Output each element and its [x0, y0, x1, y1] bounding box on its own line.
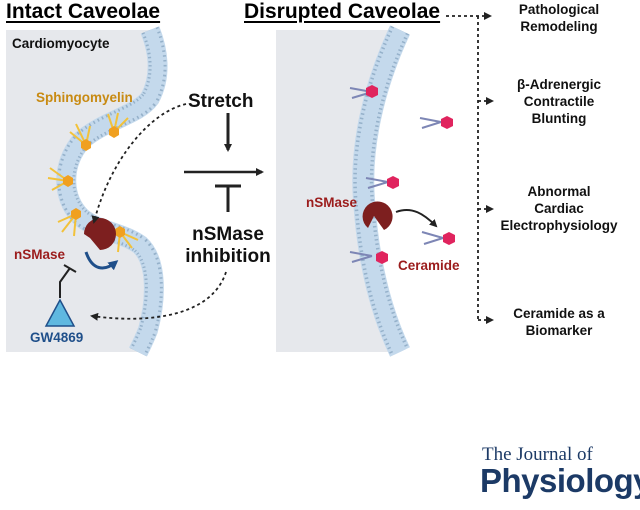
outcome-adrenergic-blunting: β-Adrenergic Contractile Blunting [516, 77, 601, 126]
stretch-to-nsmase-dotted-arrow [91, 103, 187, 224]
journal-logo-line1: The Journal of [482, 444, 593, 465]
inhibition-line [59, 264, 77, 298]
nsmase-label-left: nSMase [14, 247, 66, 262]
nsmase-enzyme-right [362, 201, 393, 230]
stretch-label: Stretch [188, 91, 254, 112]
left-membrane-core [60, 27, 164, 355]
right-membrane-core [356, 27, 406, 355]
sphingomyelin-4 [71, 208, 81, 220]
left-panel [6, 26, 168, 357]
nsmase-to-ceramide-arrow [395, 208, 438, 228]
ceramide-label: Ceramide [398, 258, 460, 273]
sphingomyelin-1 [109, 126, 119, 138]
nsmase-enzyme-left [84, 218, 116, 250]
sphingomyelin-heads [63, 126, 125, 238]
nsmase-inhibition-label: nSMase inhibition [185, 224, 271, 267]
cardiomyocyte-label: Cardiomyocyte [12, 36, 110, 51]
outcome-connectors [446, 12, 494, 324]
ceramide-1 [366, 85, 378, 98]
left-cytoplasm [6, 30, 158, 352]
ceramide-5 [443, 232, 455, 245]
right-panel [276, 25, 455, 357]
gw4869-inhibitor-icon [44, 298, 76, 327]
middle-section [90, 103, 264, 321]
gw4869-label: GW4869 [30, 330, 84, 345]
sphingomyelin-5 [115, 226, 125, 238]
inhibition-t-bar [215, 184, 241, 212]
outcome-ceramide-biomarker: Ceramide as a Biomarker [513, 306, 605, 338]
sphingomyelin-3 [63, 175, 73, 187]
nsmase-label-right: nSMase [306, 195, 358, 210]
left-panel-title: Intact Caveolae [6, 0, 161, 23]
ceramide-2 [387, 176, 399, 189]
sphingomyelin-label: Sphingomyelin [36, 90, 133, 105]
right-panel-title: Disrupted Caveolae [244, 0, 441, 23]
sphingomyelin-2 [81, 139, 91, 151]
journal-logo-line2: Physiology [480, 462, 640, 499]
outcome-abnormal-electrophysiology: Abnormal Cardiac Electrophysiology [500, 184, 618, 233]
ceramide-3 [376, 251, 388, 264]
ceramide-4 [441, 116, 453, 129]
outcome-pathological-remodeling: Pathological Remodeling [518, 2, 600, 34]
inhibition-to-gw4869-dotted-arrow [90, 271, 227, 321]
conversion-arrow [84, 251, 119, 271]
ceramide-tails [349, 87, 444, 263]
ceramide-heads [366, 85, 455, 264]
